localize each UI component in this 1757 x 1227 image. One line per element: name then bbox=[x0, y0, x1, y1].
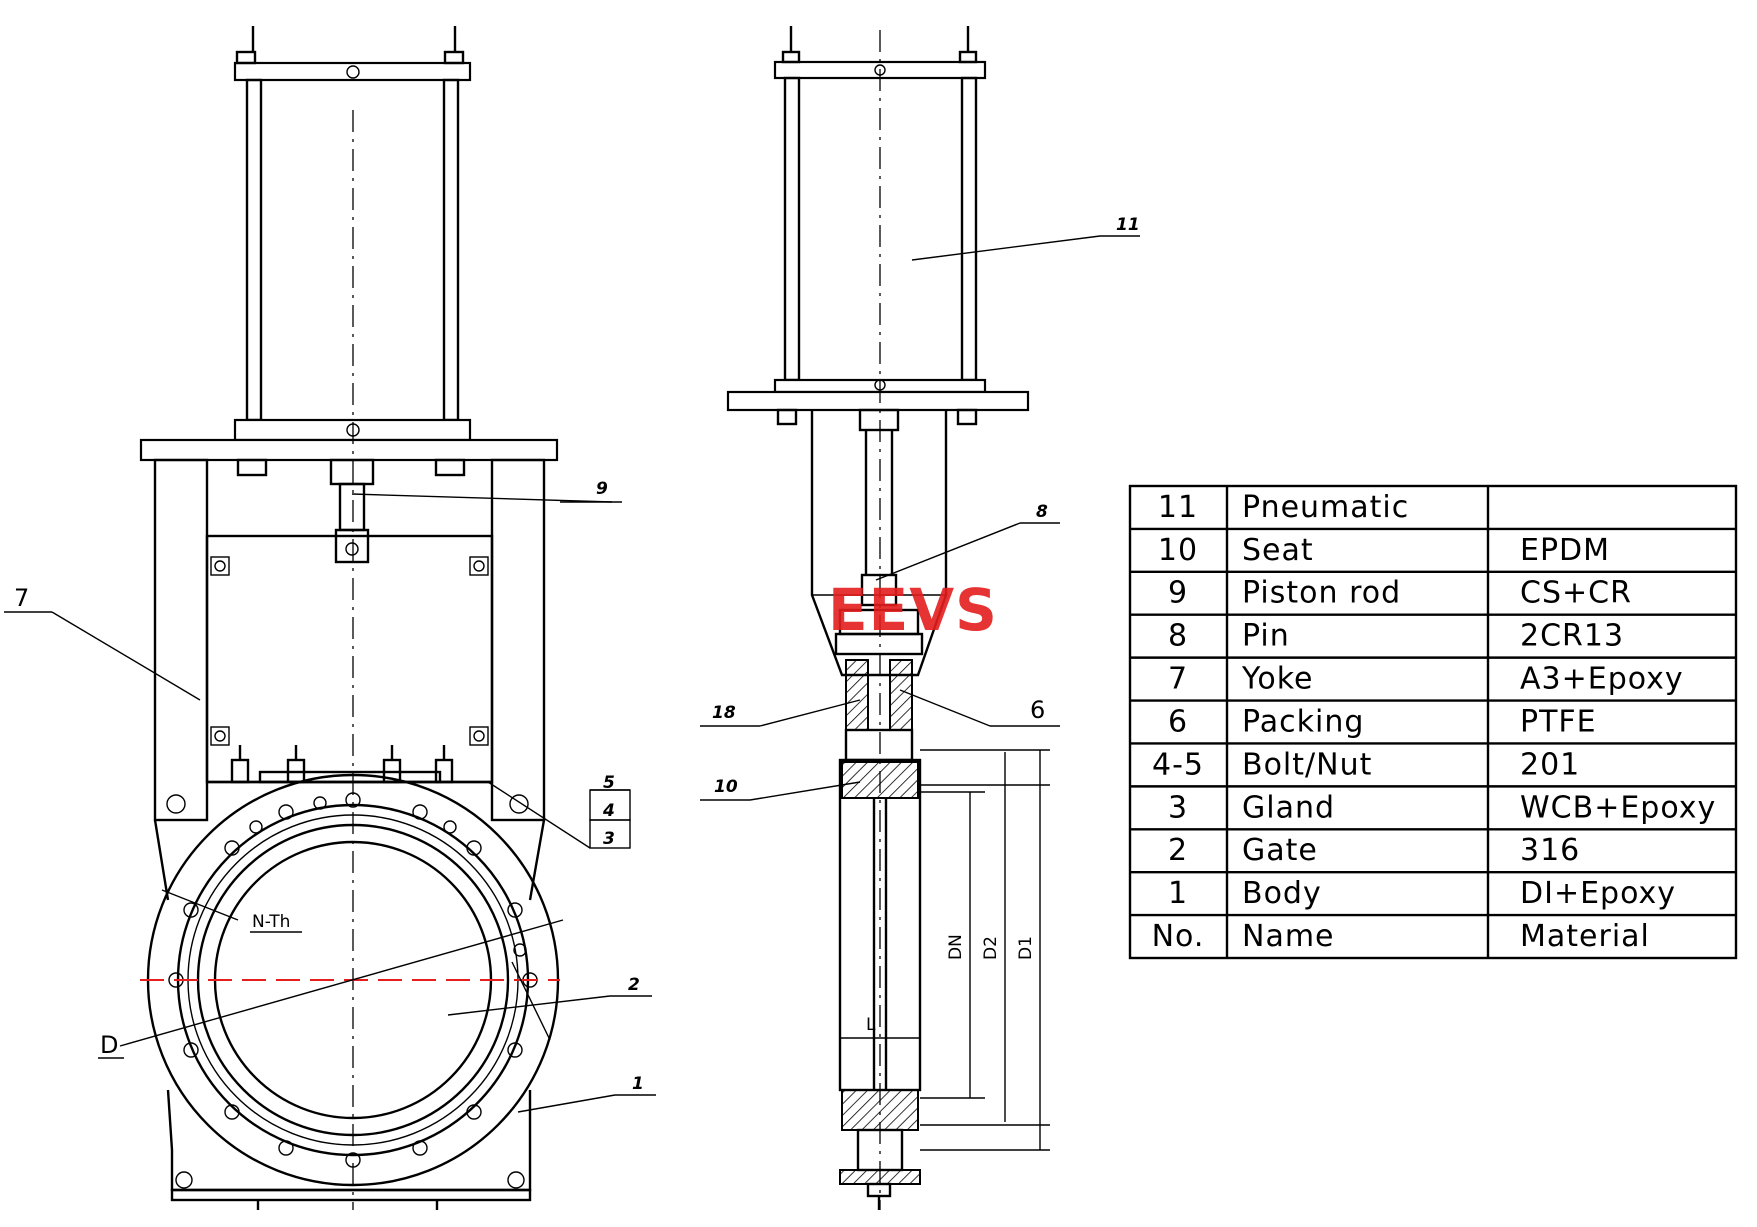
body-outline-upper bbox=[153, 819, 546, 901]
table-cell-name: Pin bbox=[1242, 619, 1290, 654]
table-cell-no: 11 bbox=[1158, 490, 1198, 525]
callout-2: 2 bbox=[628, 975, 640, 995]
table-cell-material: CS+CR bbox=[1520, 576, 1632, 611]
dim-dn: DN bbox=[946, 934, 966, 960]
gland-bolts bbox=[230, 745, 454, 784]
dim-d1: D1 bbox=[1016, 936, 1036, 960]
table-frame bbox=[1128, 484, 1738, 960]
dim-l: L bbox=[866, 1015, 876, 1035]
callout-18: 18 bbox=[712, 703, 736, 723]
table-cell-no: 3 bbox=[1168, 790, 1188, 825]
packing-left bbox=[845, 659, 869, 731]
table-cell-no: 1 bbox=[1168, 876, 1188, 911]
side-pin bbox=[860, 573, 898, 607]
table-cell-name: Pneumatic bbox=[1242, 490, 1409, 525]
callout-9: 9 bbox=[596, 479, 608, 499]
table-cell-material: EPDM bbox=[1520, 533, 1610, 568]
callout-6: 6 bbox=[1030, 696, 1045, 724]
table-header-no: No. bbox=[1152, 919, 1205, 954]
table-cell-material: 2CR13 bbox=[1520, 619, 1624, 654]
table-cell-material: WCB+Epoxy bbox=[1520, 790, 1716, 825]
callout-5: 5 bbox=[603, 773, 615, 793]
gate-plate bbox=[205, 534, 494, 784]
callout-7: 7 bbox=[14, 584, 29, 612]
table-cell-name: Yoke bbox=[1241, 662, 1313, 697]
side-yoke-plate bbox=[726, 390, 1030, 412]
table-cell-material: PTFE bbox=[1520, 704, 1597, 739]
table-cell-no: 6 bbox=[1168, 704, 1188, 739]
table-cell-name: Body bbox=[1242, 876, 1322, 911]
table-cell-name: Gate bbox=[1242, 833, 1318, 868]
yoke-leg-left bbox=[153, 458, 209, 822]
parts-table: 11 Pneumatic 10 Seat EPDM 9 Piston rod CS+CR 8 Pi… bbox=[1128, 484, 1738, 960]
table-cell-material: A3+Epoxy bbox=[1520, 662, 1684, 697]
table-cell-no: 7 bbox=[1168, 662, 1188, 697]
side-view: L DN D2 D1 EEVS bbox=[726, 26, 1050, 1210]
table-cell-name: Bolt/Nut bbox=[1242, 747, 1372, 782]
yoke-top-plate bbox=[139, 438, 559, 462]
packing-right bbox=[889, 659, 913, 731]
table-header-material: Material bbox=[1520, 919, 1650, 954]
callout-11: 11 bbox=[1116, 215, 1140, 235]
callout-1: 1 bbox=[632, 1074, 644, 1094]
table-header-name: Name bbox=[1242, 919, 1335, 954]
callout-4: 4 bbox=[602, 801, 615, 821]
table-cell-no: 9 bbox=[1168, 576, 1188, 611]
table-cell-no: 2 bbox=[1168, 833, 1188, 868]
front-view bbox=[119, 26, 564, 1210]
tie-rod-left bbox=[245, 78, 263, 422]
table-cell-name: Seat bbox=[1242, 533, 1314, 568]
callout-8: 8 bbox=[1036, 502, 1048, 522]
clevis bbox=[334, 528, 370, 564]
callout-d: D bbox=[100, 1031, 118, 1059]
table-cell-no: 4-5 bbox=[1152, 747, 1204, 782]
flange-bolt-holes bbox=[168, 792, 538, 1168]
callout-3: 3 bbox=[603, 829, 615, 849]
side-body bbox=[838, 758, 922, 1092]
dim-d2: D2 bbox=[981, 936, 1001, 960]
side-callouts: 11 8 18 6 10 bbox=[700, 215, 1140, 801]
cylinder-top-plate bbox=[233, 61, 472, 82]
yoke-leg-right bbox=[490, 458, 546, 822]
piston-rod-head bbox=[329, 458, 375, 486]
callout-nth: N-Th bbox=[252, 912, 290, 932]
table-cell-no: 10 bbox=[1158, 533, 1198, 568]
table-cell-no: 8 bbox=[1168, 619, 1188, 654]
tie-rod-right bbox=[442, 78, 460, 422]
table-cell-material: DI+Epoxy bbox=[1520, 876, 1676, 911]
table-cell-name: Piston rod bbox=[1242, 576, 1401, 611]
table-cell-material: 201 bbox=[1520, 747, 1580, 782]
front-callouts: 7 9 5 4 3 N-Th 2 D 1 bbox=[4, 479, 656, 1113]
table-cell-material: 316 bbox=[1520, 833, 1580, 868]
table-cell-name: Packing bbox=[1242, 704, 1364, 739]
table-cell-name: Gland bbox=[1242, 790, 1335, 825]
callout-10: 10 bbox=[714, 777, 738, 797]
eevs-watermark: EEVS bbox=[828, 576, 998, 644]
